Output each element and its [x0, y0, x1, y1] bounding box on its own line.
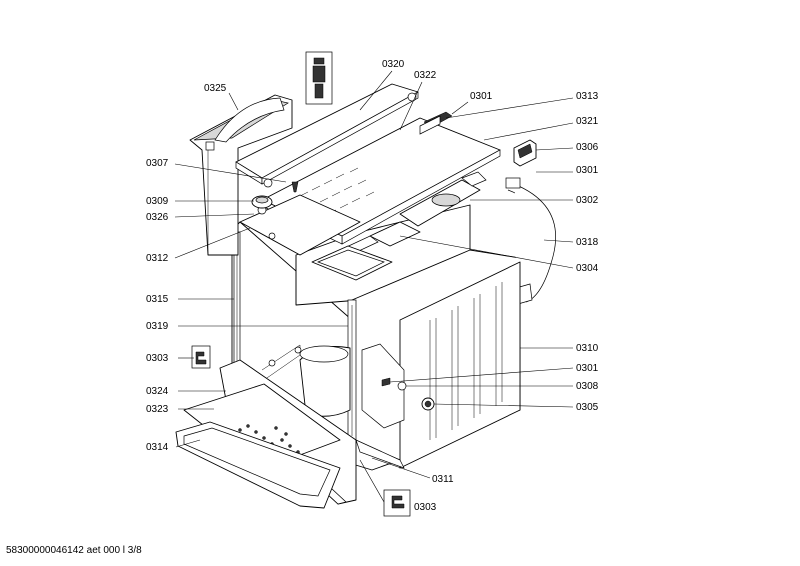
switch-0306 [513, 139, 537, 167]
drip-bin-0319 [299, 345, 351, 417]
inner-top-0312 [239, 194, 393, 281]
callout-0323: 0323 [146, 404, 169, 415]
callout-0311: 0311 [432, 474, 454, 485]
callout-0310: 0310 [576, 343, 599, 354]
callout-0314: 0314 [146, 442, 169, 453]
callout-0305: 0305 [576, 402, 599, 413]
callout-0313: 0313 [576, 91, 599, 102]
drip-tray-0314 [175, 421, 341, 509]
callout-0321: 0321 [576, 116, 599, 127]
callout-0301: 0301 [576, 363, 599, 374]
clip-0303-lower [383, 489, 411, 517]
document-footer: 58300000046142 aet 000 l 3/8 [6, 545, 142, 556]
callout-0326: 0326 [146, 212, 169, 223]
callout-0324: 0324 [146, 386, 169, 397]
callout-0301: 0301 [470, 91, 493, 102]
callout-0318: 0318 [576, 237, 599, 248]
callout-0307: 0307 [146, 158, 169, 169]
callout-0322: 0322 [414, 70, 437, 81]
clip-0303-upper [191, 345, 211, 369]
leader-lines [174, 70, 574, 503]
callout-0312: 0312 [146, 253, 169, 264]
callout-0320: 0320 [382, 59, 405, 70]
callout-0315: 0315 [146, 294, 169, 305]
callout-0302: 0302 [576, 195, 599, 206]
base-0311 [355, 439, 405, 469]
panel-slots [429, 282, 503, 440]
callout-0309: 0309 [146, 196, 169, 207]
callout-0319: 0319 [146, 321, 169, 332]
bean-hopper-0302 [399, 171, 487, 227]
callout-0301: 0301 [576, 165, 599, 176]
callout-0306: 0306 [576, 142, 599, 153]
callout-0308: 0308 [576, 381, 599, 392]
callout-0303: 0303 [146, 353, 169, 364]
spring-pin [305, 51, 333, 105]
knob-0309 [251, 195, 273, 209]
callout-0325: 0325 [204, 83, 227, 94]
lid-panel-0320 [235, 83, 419, 188]
screw-0307 [291, 181, 299, 193]
callout-labels: 0325 0320 0322 0301 0313 0321 0306 0301 … [146, 59, 599, 513]
callout-0304: 0304 [576, 263, 599, 274]
water-tank-0325 [189, 94, 293, 256]
callout-0303: 0303 [414, 502, 437, 513]
